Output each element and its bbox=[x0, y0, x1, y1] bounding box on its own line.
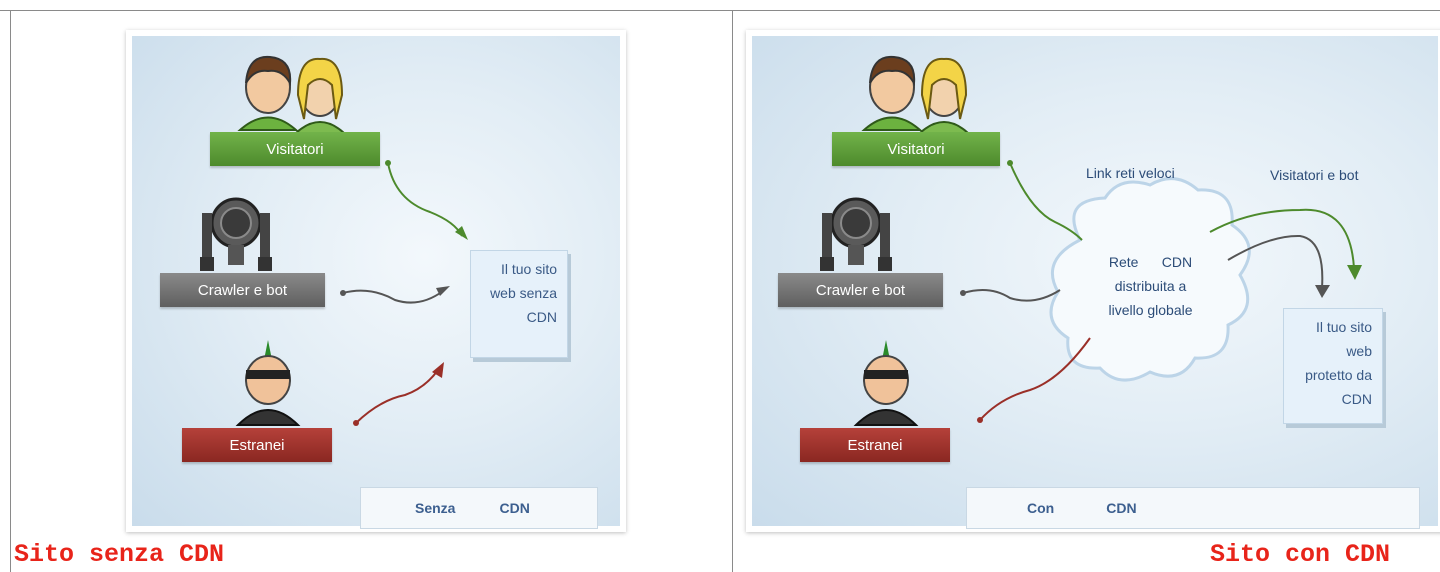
tab-word: CDN bbox=[499, 500, 530, 516]
frame-divider bbox=[732, 10, 733, 572]
visitors-label: Visitatori bbox=[887, 140, 945, 158]
visitors-bots-label: Visitatori e bot bbox=[1270, 167, 1359, 183]
crawler-ribbon: Crawler e bot bbox=[766, 273, 955, 313]
crawler-ribbon: Crawler e bot bbox=[148, 273, 337, 313]
tab-word: CDN bbox=[1106, 500, 1137, 516]
crawler-label: Crawler e bot bbox=[815, 281, 906, 299]
tab-word: Senza bbox=[415, 500, 456, 516]
link-label: Link reti veloci bbox=[1086, 165, 1175, 181]
strangers-ribbon: Estranei bbox=[788, 428, 962, 468]
caption-with-cdn: Sito con CDN bbox=[1210, 540, 1391, 569]
site-line: Il tuo sito bbox=[500, 261, 557, 277]
crawler-arrow bbox=[962, 288, 1061, 302]
visitors-label: Visitatori bbox=[266, 140, 324, 158]
visitors-arrow bbox=[1009, 162, 1083, 241]
cloud-line: Rete CDN bbox=[1108, 254, 1193, 270]
tab-without-cdn: Senza CDN bbox=[360, 487, 598, 529]
cloud-line: distribuita a bbox=[1114, 278, 1187, 294]
site-line: web bbox=[1346, 343, 1372, 359]
cloud-line: livello globale bbox=[1108, 302, 1193, 318]
visitors-icon bbox=[237, 55, 347, 134]
site-box-with-cdn: Il tuo sito web protetto da CDN bbox=[1283, 308, 1383, 424]
crawler-label: Crawler e bot bbox=[197, 281, 288, 299]
strangers-label: Estranei bbox=[847, 436, 903, 454]
stranger-icon bbox=[853, 340, 919, 426]
cloud-icon bbox=[1049, 177, 1251, 382]
visitors-icon bbox=[861, 55, 971, 134]
out-gray-arrow bbox=[1227, 234, 1324, 289]
caption-without-cdn: Sito senza CDN bbox=[14, 540, 225, 569]
tab-with-cdn: Con CDN bbox=[966, 487, 1420, 529]
strangers-label: Estranei bbox=[229, 436, 285, 454]
stranger-icon bbox=[235, 340, 301, 426]
strangers-arrow bbox=[979, 337, 1091, 421]
tab-word: Con bbox=[1027, 500, 1055, 516]
robot-icon bbox=[200, 197, 272, 271]
visitors-arrow bbox=[387, 162, 463, 237]
strangers-arrow bbox=[355, 369, 439, 424]
visitors-ribbon: Visitatori bbox=[820, 132, 1012, 172]
site-line: CDN bbox=[1341, 391, 1372, 407]
out-green-arrow bbox=[1209, 208, 1355, 269]
site-box-without-cdn: Il tuo sito web senza CDN bbox=[470, 250, 568, 358]
cloud-text: Rete CDN distribuita a livello globale bbox=[1078, 250, 1223, 322]
site-line: CDN bbox=[526, 309, 557, 325]
frame-top-border bbox=[0, 10, 1440, 11]
site-line: protetto da bbox=[1305, 367, 1372, 383]
site-line: Il tuo sito bbox=[1315, 319, 1372, 335]
site-line: web senza bbox=[490, 285, 557, 301]
crawler-arrow bbox=[342, 289, 444, 304]
frame-left-border bbox=[10, 10, 11, 572]
robot-icon bbox=[820, 197, 892, 271]
